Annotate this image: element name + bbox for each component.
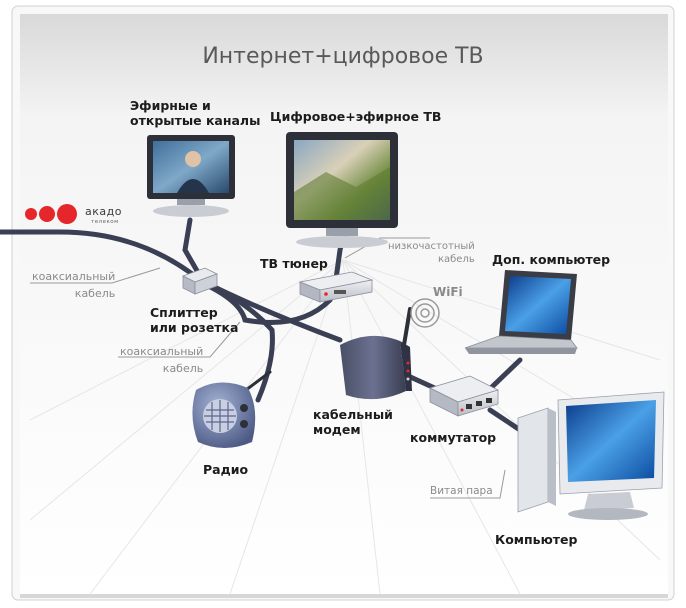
laptop-device	[464, 270, 578, 354]
label-computer: Компьютер	[495, 532, 578, 547]
tv-tuner-device	[298, 271, 374, 303]
wifi-icon	[410, 298, 440, 328]
splitter-device	[181, 267, 219, 295]
label-radio: Радио	[203, 462, 249, 477]
diagram-title: Интернет+цифровое ТВ	[202, 44, 484, 69]
akado-logo-dots	[25, 204, 77, 224]
splitter-analog-tv-cable	[182, 217, 203, 279]
label-splitter: Сплиттер или розетка	[150, 305, 239, 335]
switch-device	[428, 375, 500, 417]
digital-tv	[286, 132, 398, 248]
label-tv-tuner: ТВ тюнер	[260, 256, 328, 271]
label-digital-tv: Цифровое+эфирное ТВ	[270, 109, 442, 124]
analog-tv	[147, 135, 235, 217]
label-coax-cable-2: коаксиальный кабель	[120, 345, 204, 375]
label-analog-tv: Эфирные и открытые каналы	[130, 98, 261, 128]
callout-lines	[30, 237, 506, 499]
cable-modem-device	[340, 307, 412, 400]
brand-name: акадо	[85, 205, 122, 218]
splitter-tuner-cable	[197, 279, 333, 325]
label-wifi: WiFi	[433, 285, 463, 299]
label-cable-modem: кабельный модем	[313, 407, 393, 437]
brand-subtitle: телеком	[91, 219, 119, 225]
incoming-cable	[0, 229, 203, 283]
label-twisted-pair: Витая пара	[430, 485, 493, 497]
label-coax-cable-1: коаксиальный кабель	[32, 270, 116, 300]
label-extra-computer: Доп. компьютер	[492, 252, 611, 267]
desktop-computer	[517, 391, 665, 520]
radio-device	[192, 370, 272, 448]
panel-bottom-edge	[20, 594, 668, 598]
label-switch: коммутатор	[410, 430, 497, 445]
label-lowfreq-cable: низкочастотный кабель	[388, 241, 475, 265]
switch-pc-cable	[487, 407, 523, 433]
